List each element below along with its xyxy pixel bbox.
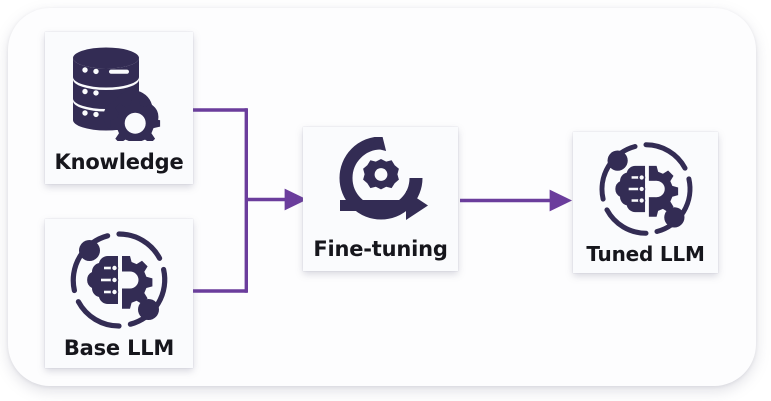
- node-base-llm[interactable]: Base LLM: [45, 219, 193, 368]
- brain-gear-orbit-icon: [596, 139, 696, 239]
- database-stack-cloud-gear-icon: [65, 46, 173, 141]
- node-fine-tuning-label: Fine-tuning: [313, 237, 448, 261]
- node-base-llm-label: Base LLM: [63, 335, 175, 360]
- node-knowledge[interactable]: Knowledge: [45, 32, 193, 184]
- brain-gear-orbit-icon: [67, 228, 171, 332]
- node-fine-tuning[interactable]: Fine-tuning: [303, 127, 458, 271]
- node-knowledge-label: Knowledge: [54, 150, 184, 174]
- node-tuned-llm[interactable]: Tuned LLM: [573, 132, 718, 273]
- node-tuned-llm-label: Tuned LLM: [586, 242, 705, 266]
- refresh-loop-gear-arrow-icon: [328, 137, 434, 229]
